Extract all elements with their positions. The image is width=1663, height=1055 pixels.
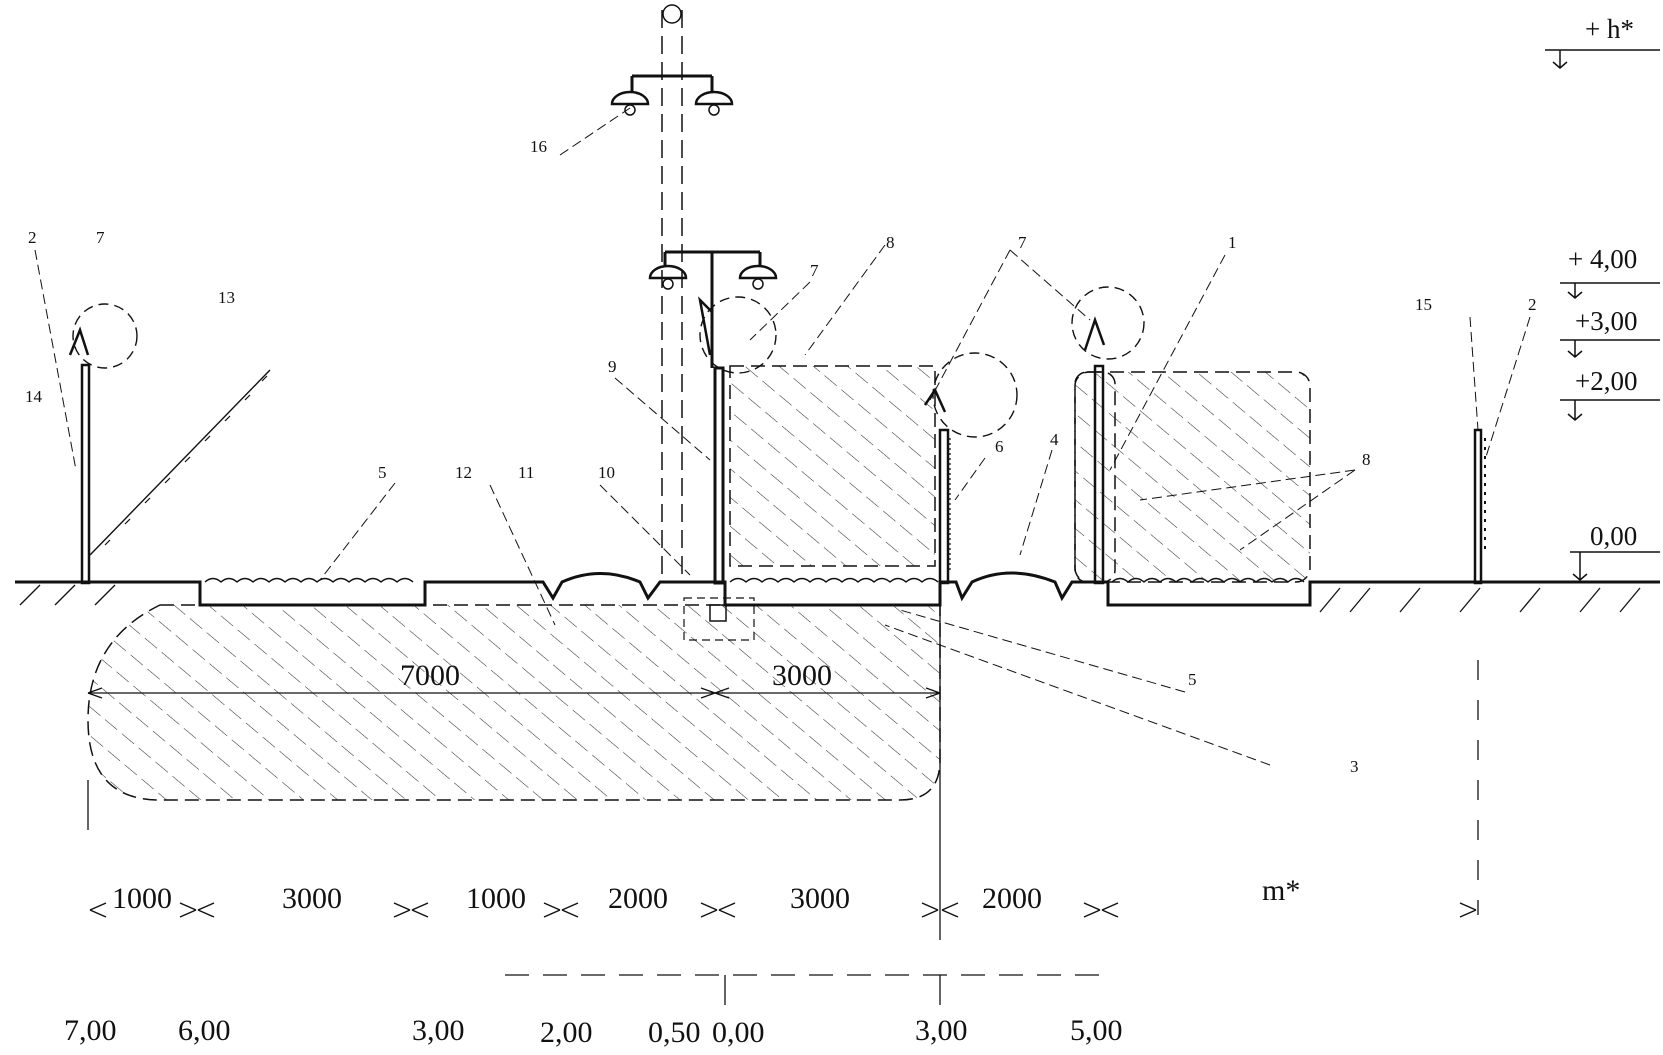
callout-14: 14: [25, 387, 43, 406]
dim-lower-2000a: 2000: [608, 882, 668, 915]
level-3: +3,00: [1575, 306, 1637, 336]
callout-10: 10: [598, 463, 615, 482]
dim-upper-7000: 7000: [400, 659, 460, 692]
scale-3-00a: 3,00: [412, 1014, 465, 1047]
callout-2-left: 2: [28, 228, 37, 247]
post-15: [1473, 428, 1483, 585]
level-h: + h*: [1585, 14, 1634, 44]
callout-5-left: 5: [378, 463, 387, 482]
callout-5-right: 5: [1188, 670, 1197, 689]
inner-fence-6: [938, 428, 950, 585]
callout-11: 11: [518, 463, 534, 482]
callout-1: 1: [1228, 233, 1237, 252]
callout-15: 15: [1415, 295, 1432, 314]
dimension-labels: 7000 3000 1000 3000 1000 2000 3000 2000 …: [112, 659, 1300, 915]
camera-main: [698, 296, 713, 356]
callout-8-center: 8: [886, 233, 895, 252]
callout-2-right: 2: [1528, 295, 1537, 314]
inner-fence-right: [1093, 364, 1105, 585]
callout-4: 4: [1050, 430, 1059, 449]
scale-2-00: 2,00: [540, 1016, 593, 1049]
scale-5-00: 5,00: [1070, 1014, 1123, 1047]
level-2: +2,00: [1575, 366, 1637, 396]
scale-3-00b: 3,00: [915, 1014, 968, 1047]
callout-8-right: 8: [1362, 450, 1371, 469]
dim-lower-2000b: 2000: [982, 882, 1042, 915]
outer-fence-left: [80, 363, 91, 585]
scale-0-50: 0,50: [648, 1016, 701, 1049]
dim-lower-1000a: 1000: [112, 882, 172, 915]
underground-detection-zone: [87, 604, 941, 801]
callout-3: 3: [1350, 757, 1359, 776]
callout-6: 6: [995, 437, 1004, 456]
detection-zone-inner: [729, 365, 936, 567]
dimension-lines: [87, 49, 1660, 1005]
callout-12: 12: [455, 463, 472, 482]
callout-7-left: 7: [96, 228, 105, 247]
distance-scale: 7,00 6,00 3,00 2,00 0,50 0,00 3,00 5,00: [64, 1014, 1123, 1049]
dim-lower-m: m*: [1262, 874, 1300, 907]
callout-13: 13: [218, 288, 235, 307]
dimension-arrows: [89, 902, 1477, 918]
callout-16: 16: [530, 137, 547, 156]
fences: [68, 286, 1486, 585]
callout-7-center: 7: [810, 261, 819, 280]
level-4: + 4,00: [1568, 244, 1637, 274]
callout-9: 9: [608, 357, 617, 376]
detection-zone-outer: [1074, 371, 1311, 583]
dim-lower-3000b: 3000: [790, 882, 850, 915]
dim-upper-3000: 3000: [772, 659, 832, 692]
callout-labels: 1 2 2 3 4 5 5 6 7 7 7 8 8 9 10 11 12 13 …: [25, 137, 1537, 776]
dim-lower-3000a: 3000: [282, 882, 342, 915]
camera-left: [68, 326, 90, 356]
scale-7-00: 7,00: [64, 1014, 117, 1047]
camera-right: [1083, 316, 1106, 351]
scale-6-00: 6,00: [178, 1014, 231, 1047]
level-0: 0,00: [1590, 521, 1637, 551]
dim-lower-1000b: 1000: [466, 882, 526, 915]
leader-lines: [34, 107, 1531, 766]
lighting-pole: [610, 4, 778, 641]
scale-0-00: 0,00: [712, 1016, 765, 1049]
callout-7-right: 7: [1018, 233, 1027, 252]
main-fence: [713, 366, 725, 585]
